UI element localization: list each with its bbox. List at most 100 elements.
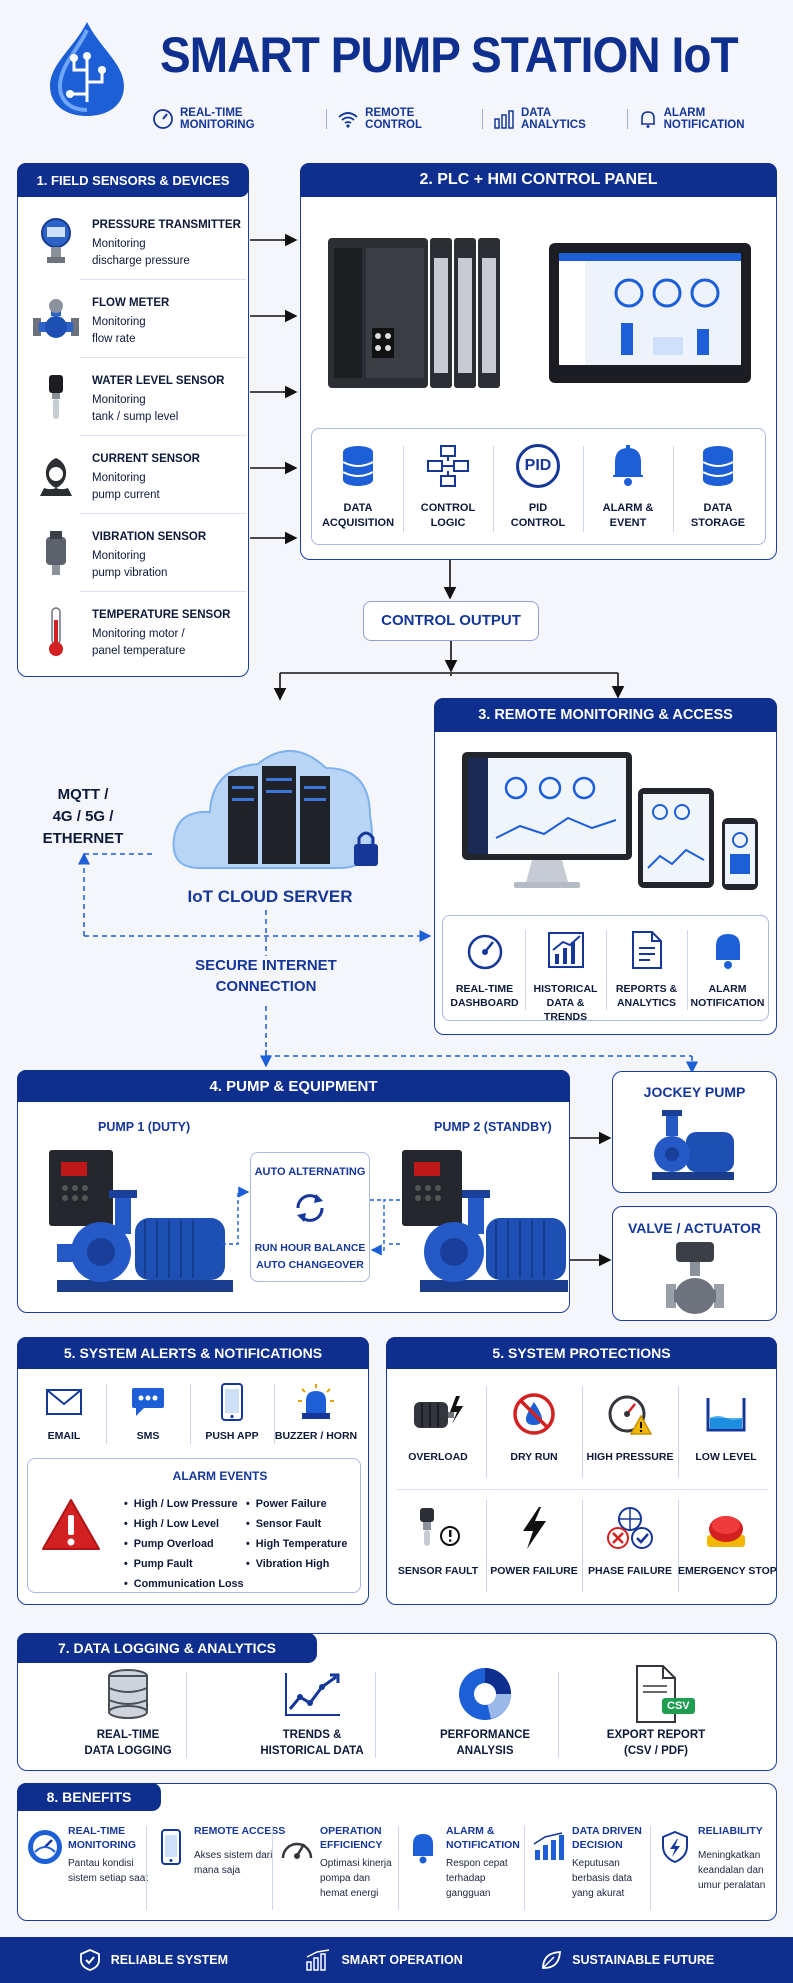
jockey-pump-image: [652, 1110, 734, 1180]
feature-realtime: REAL-TIME MONITORING: [180, 107, 255, 131]
plc-hardware-image: [328, 238, 500, 388]
protection-label: SENSOR FAULT: [397, 1565, 479, 1577]
protections-title: 5. SYSTEM PROTECTIONS: [386, 1337, 777, 1369]
pump2-image: [402, 1150, 568, 1292]
footer-bar: RELIABLE SYSTEM SMART OPERATION SUSTAINA…: [0, 1937, 793, 1983]
benefits-title: 8. BENEFITS: [17, 1783, 161, 1811]
feature-alarm: ALARM NOTIFICATION: [663, 107, 745, 131]
vibration-sensor-icon: [28, 527, 84, 581]
sensor-desc-1: Monitoring: [92, 238, 146, 250]
bar-chart-icon: [494, 110, 514, 129]
sensor-desc-2: pump current: [92, 489, 160, 501]
alarm-event-item: •High / Low Level: [124, 1518, 219, 1530]
logging-item: TRENDS &HISTORICAL DATA: [222, 1660, 402, 1764]
feature-analytics: DATA ANALYTICS: [521, 107, 586, 131]
sensor-desc-1: Monitoring: [92, 316, 146, 328]
logging-label: EXPORT REPORT(CSV / PDF): [606, 1729, 706, 1757]
footer-reliable: RELIABLE SYSTEM: [110, 1953, 229, 1967]
notification-bell-icon: [687, 928, 768, 972]
remote-feature-item: REPORTS &ANALYTICS: [606, 922, 687, 1018]
hmi-touchscreen-image: [549, 243, 751, 383]
alarm-event-item: •Communication Loss: [124, 1578, 244, 1590]
shield-check-icon: [79, 1949, 100, 1971]
pump1-image: [49, 1150, 233, 1292]
data-decision-chart-icon: [528, 1826, 570, 1868]
buzzer-horn-icon: [274, 1381, 358, 1423]
trend-line-icon: [222, 1662, 402, 1726]
sensor-desc-1: Monitoring motor /: [92, 628, 185, 640]
remote-title: 3. REMOTE MONITORING & ACCESS: [434, 698, 777, 732]
control-output-box: CONTROL OUTPUT: [363, 601, 539, 641]
efficiency-gauge-icon: [276, 1826, 318, 1868]
valve-actuator-label: VALVE / ACTUATOR: [628, 1220, 761, 1236]
dashboard-gauge-icon: [444, 928, 525, 972]
low-level-icon: [678, 1388, 774, 1440]
csv-badge: CSV: [662, 1698, 695, 1714]
protection-item: OVERLOAD: [390, 1378, 486, 1486]
plc-title: 2. PLC + HMI CONTROL PANEL: [300, 163, 777, 197]
feature-bar: REAL-TIME MONITORING REMOTE CONTROL DATA…: [152, 107, 782, 131]
protections-panel: [386, 1337, 777, 1605]
sensor-desc-2: tank / sump level: [92, 411, 179, 423]
logging-item: CSV EXPORT REPORT(CSV / PDF): [566, 1660, 746, 1764]
report-document-icon: [606, 928, 687, 972]
pid-text: PID: [516, 444, 560, 488]
alarm-events-right: •Power Failure•Sensor Fault•High Tempera…: [246, 1494, 347, 1574]
secure-to-equipment-link: [260, 1050, 698, 1074]
sms-icon: [106, 1381, 190, 1423]
sensor-name: PRESSURE TRANSMITTER: [92, 219, 241, 231]
cloud-dashed-links: [78, 852, 432, 1056]
jockey-pump-box: [612, 1071, 777, 1193]
alert-channel-item: PUSH APP: [190, 1377, 274, 1451]
footer-sustainable: SUSTAINABLE FUTURE: [572, 1953, 715, 1967]
wifi-icon: [338, 112, 358, 128]
cloud-server-image: [172, 750, 378, 869]
benefit-title: REMOTE ACCESS: [194, 1825, 286, 1837]
alarm-event-item: •Pump Fault: [124, 1558, 193, 1570]
alternating-arrows: [222, 1186, 400, 1256]
sensor-name: TEMPERATURE SENSOR: [92, 609, 231, 621]
protection-label: POWER FAILURE: [490, 1565, 578, 1577]
bell-icon: [640, 111, 655, 128]
cloud-server-label: IoT CLOUD SERVER: [187, 887, 353, 906]
storage-icon: [673, 442, 763, 490]
pressure-transmitter-icon: [28, 215, 84, 269]
trend-chart-icon: [525, 928, 606, 972]
protection-item: LOW LEVEL: [678, 1378, 774, 1486]
flow-meter-icon: [28, 293, 84, 347]
benefit-title: ALARM &NOTIFICATION: [446, 1825, 520, 1851]
protection-label: DRY RUN: [510, 1451, 558, 1463]
thermometer-icon: [28, 605, 84, 659]
protection-item: POWER FAILURE: [486, 1492, 582, 1600]
sensor-name: CURRENT SENSOR: [92, 453, 200, 465]
pump-title: 4. PUMP & EQUIPMENT: [17, 1070, 570, 1102]
alarm-bell-icon: [583, 442, 673, 490]
alarm-events-left: •High / Low Pressure•High / Low Level•Pu…: [124, 1494, 244, 1594]
power-failure-icon: [486, 1502, 582, 1554]
auto-alternating-title: AUTO ALTERNATING: [254, 1166, 366, 1178]
reliability-shield-icon: [654, 1826, 696, 1868]
protection-label: PHASE FAILURE: [587, 1565, 672, 1577]
valve-actuator-image: [666, 1242, 724, 1314]
sensor-arrows: [250, 233, 298, 545]
